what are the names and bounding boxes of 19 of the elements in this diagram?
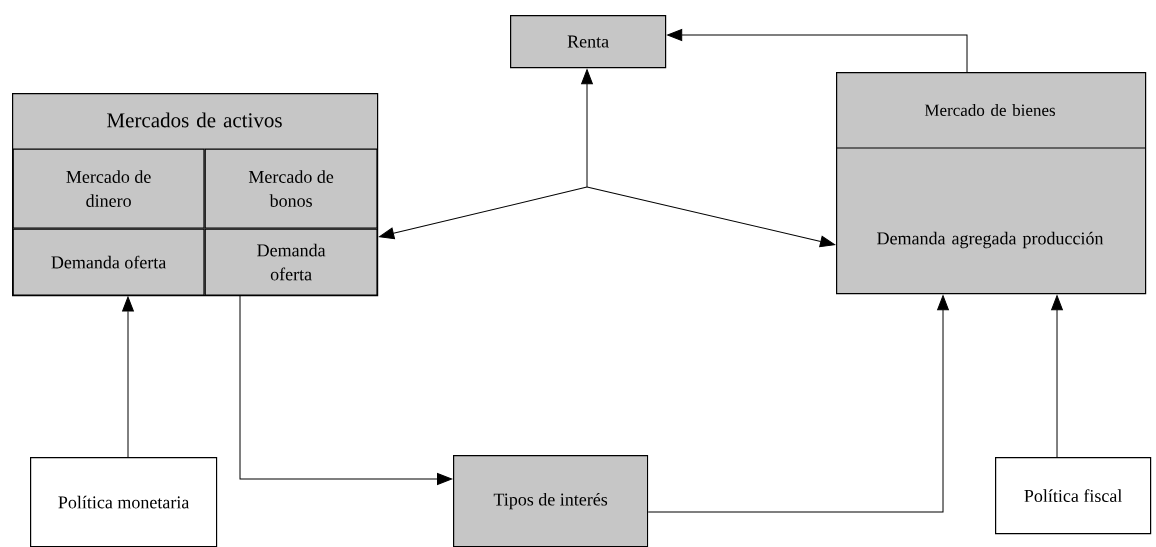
arrow	[586, 186, 836, 248]
process-box: Renta	[510, 15, 667, 69]
process-box: Mercado de dinero	[12, 148, 205, 229]
arrow	[379, 186, 588, 240]
box-text: Mercados de activos	[107, 112, 282, 128]
process-box: Tipos de interés	[453, 455, 649, 547]
arrow	[647, 295, 949, 513]
arrow	[581, 69, 593, 188]
process-box: Política monetaria	[30, 457, 218, 547]
process-box: Demanda oferta	[204, 228, 378, 296]
arrow	[667, 29, 968, 73]
arrow	[1051, 295, 1063, 458]
arrow	[122, 296, 134, 458]
box-text: Demanda agregada producción	[877, 231, 1104, 249]
process-box: Mercado de bonos	[204, 148, 378, 229]
box-text: Mercado de bienes	[924, 104, 1055, 116]
process-box: Política fiscal	[995, 457, 1152, 535]
process-box: Demanda oferta	[12, 228, 205, 296]
arrow	[239, 295, 453, 485]
